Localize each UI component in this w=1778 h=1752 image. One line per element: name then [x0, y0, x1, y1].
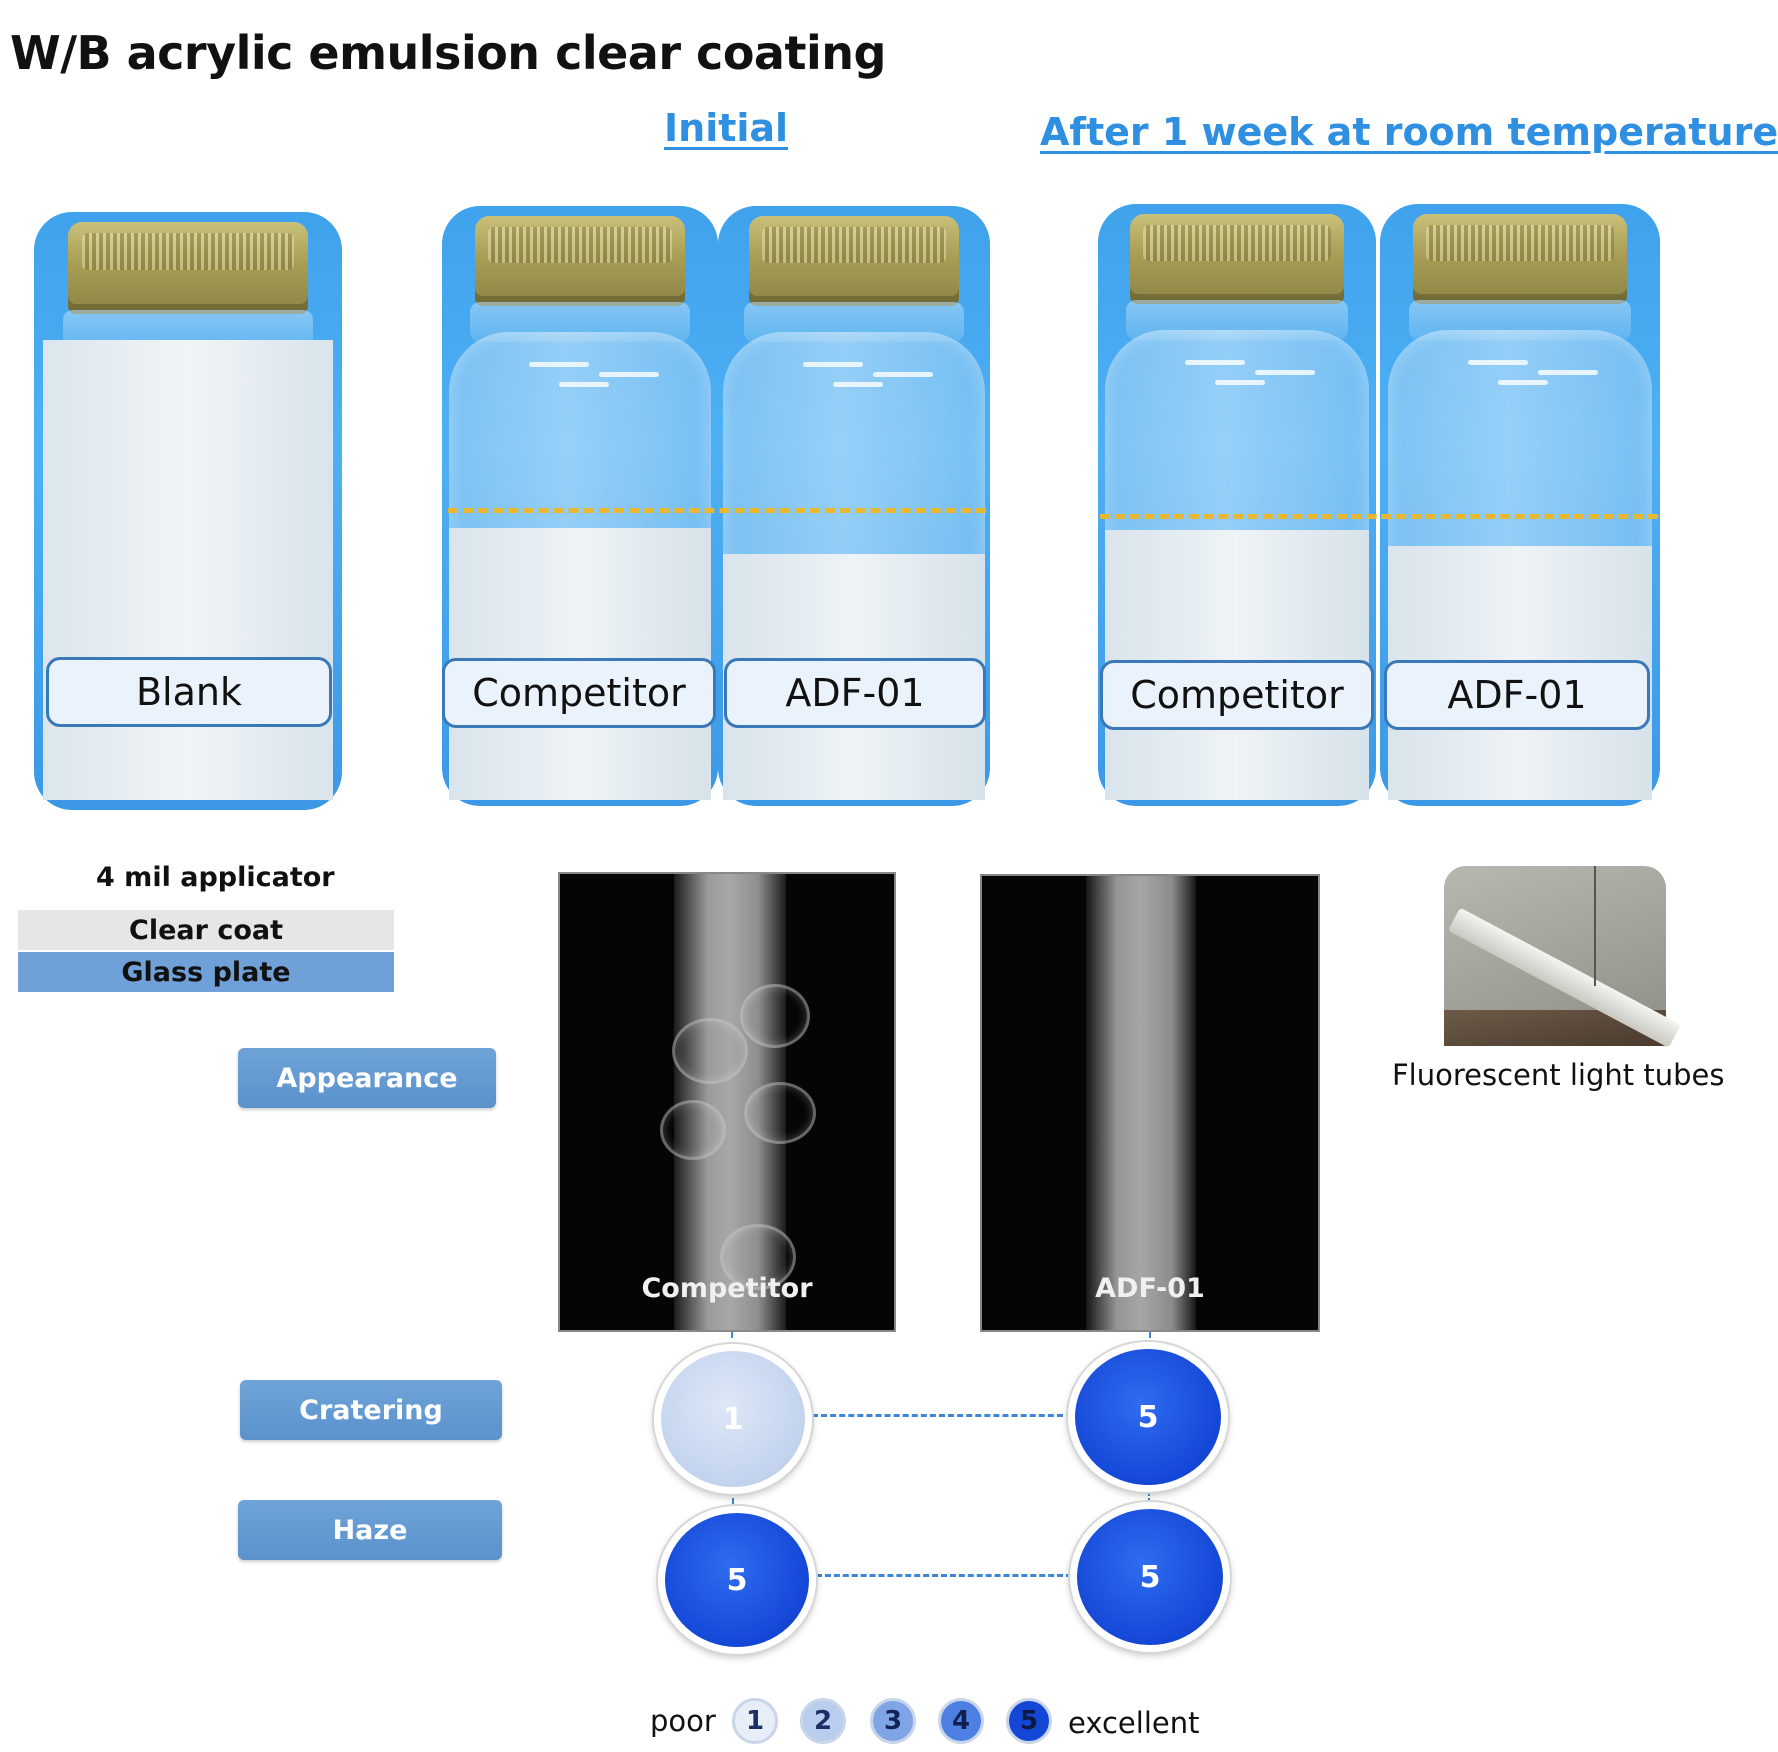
- scale-label-excellent: excellent: [1068, 1706, 1200, 1740]
- connector-line: [812, 1414, 1072, 1417]
- jar-liquid: [43, 340, 333, 800]
- film-photo-adf01: ADF-01: [980, 874, 1320, 1332]
- heading-after-1-week: After 1 week at room temperature: [1040, 110, 1778, 154]
- score-adf01-cratering: 5: [1068, 1342, 1228, 1492]
- score-competitor-haze: 5: [658, 1506, 816, 1654]
- film-label-adf01: ADF-01: [1095, 1273, 1205, 1304]
- connector-line: [816, 1574, 1072, 1577]
- jar-panel-initial-adf01: ADF-01: [718, 206, 990, 806]
- jar-cap: [475, 216, 685, 306]
- jar-panel-after-adf01: ADF-01: [1380, 204, 1660, 806]
- crater-defect: [672, 1018, 748, 1084]
- property-tag-cratering: Cratering: [240, 1380, 502, 1440]
- connector-line: [1149, 1332, 1151, 1350]
- jar-cap: [68, 222, 308, 314]
- score-competitor-cratering: 1: [654, 1344, 812, 1494]
- jar-cap: [1130, 214, 1344, 304]
- page-title: W/B acrylic emulsion clear coating: [10, 26, 886, 80]
- property-tag-appearance: Appearance: [238, 1048, 496, 1108]
- jar-panel-after-competitor: Competitor: [1098, 204, 1376, 806]
- layer-glass-plate: Glass plate: [18, 952, 394, 992]
- jar-cap: [1413, 214, 1627, 304]
- jar-panel-initial-competitor: Competitor: [442, 206, 718, 806]
- connector-line: [1148, 1482, 1150, 1504]
- scale-chip-4: 4: [938, 1698, 984, 1744]
- scale-label-poor: poor: [650, 1704, 716, 1738]
- fill-level-line-after: [1100, 514, 1658, 519]
- jar-label-initial-adf01: ADF-01: [724, 658, 986, 728]
- connector-line: [731, 1332, 733, 1350]
- jar-body: [43, 340, 333, 800]
- jar-label-initial-competitor: Competitor: [442, 658, 716, 728]
- fluorescent-lamp-photo: [1444, 866, 1681, 1048]
- jar-label-blank: Blank: [46, 657, 332, 727]
- crater-defect: [660, 1100, 726, 1160]
- jar-body: [449, 332, 711, 800]
- jar-cap: [749, 216, 959, 306]
- applicator-title: 4 mil applicator: [96, 862, 335, 893]
- scale-chip-1: 1: [732, 1698, 778, 1744]
- lamp-caption: Fluorescent light tubes: [1392, 1058, 1725, 1092]
- film-label-competitor: Competitor: [641, 1273, 813, 1304]
- crater-defect: [744, 1082, 816, 1144]
- layer-clear-coat: Clear coat: [18, 910, 394, 950]
- scale-chip-2: 2: [800, 1698, 846, 1744]
- scale-chip-3: 3: [870, 1698, 916, 1744]
- property-tag-haze: Haze: [238, 1500, 502, 1560]
- fill-level-line-initial: [448, 508, 986, 513]
- jar-body: [723, 332, 985, 800]
- scale-chip-5: 5: [1006, 1698, 1052, 1744]
- crater-defect: [740, 984, 810, 1048]
- jar-label-after-adf01: ADF-01: [1384, 660, 1650, 730]
- score-adf01-haze: 5: [1070, 1502, 1230, 1652]
- heading-initial: Initial: [664, 106, 789, 150]
- crater-defect: [720, 1224, 796, 1290]
- film-photo-competitor: Competitor: [558, 872, 896, 1332]
- jar-panel-blank: Blank: [34, 212, 342, 810]
- jar-label-after-competitor: Competitor: [1100, 660, 1374, 730]
